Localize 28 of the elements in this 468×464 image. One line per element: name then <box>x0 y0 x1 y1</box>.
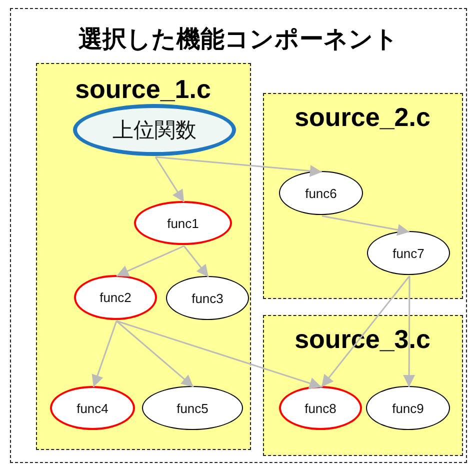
file-name: source_2.c <box>294 102 430 132</box>
arrow <box>320 276 410 388</box>
function-ellipse: func5 <box>142 386 243 430</box>
dashed-frame <box>10 8 467 463</box>
arrow <box>116 320 322 390</box>
arrow <box>116 320 194 388</box>
function-ellipse: func6 <box>279 171 363 215</box>
file-box <box>262 92 462 298</box>
file-box <box>36 62 250 450</box>
function-ellipse: func4 <box>50 386 135 430</box>
function-ellipse: func3 <box>166 276 249 320</box>
arrow <box>154 156 185 202</box>
arrow <box>183 246 210 278</box>
function-ellipse: func2 <box>74 275 157 320</box>
arrow <box>403 276 416 387</box>
file-name: source_1.c <box>75 74 211 104</box>
arrow <box>322 215 410 236</box>
function-ellipse: 上位関数 <box>73 104 236 156</box>
function-ellipse: func8 <box>279 386 362 430</box>
function-ellipse: func7 <box>367 231 450 275</box>
function-ellipse: func1 <box>134 201 232 245</box>
arrow <box>155 156 322 177</box>
arrow <box>92 320 118 388</box>
title: 選択した機能コンポーネント <box>78 25 398 55</box>
file-box <box>262 314 462 456</box>
arrow <box>116 245 184 277</box>
file-name: source_3.c <box>294 324 430 354</box>
function-ellipse: func9 <box>366 386 450 430</box>
